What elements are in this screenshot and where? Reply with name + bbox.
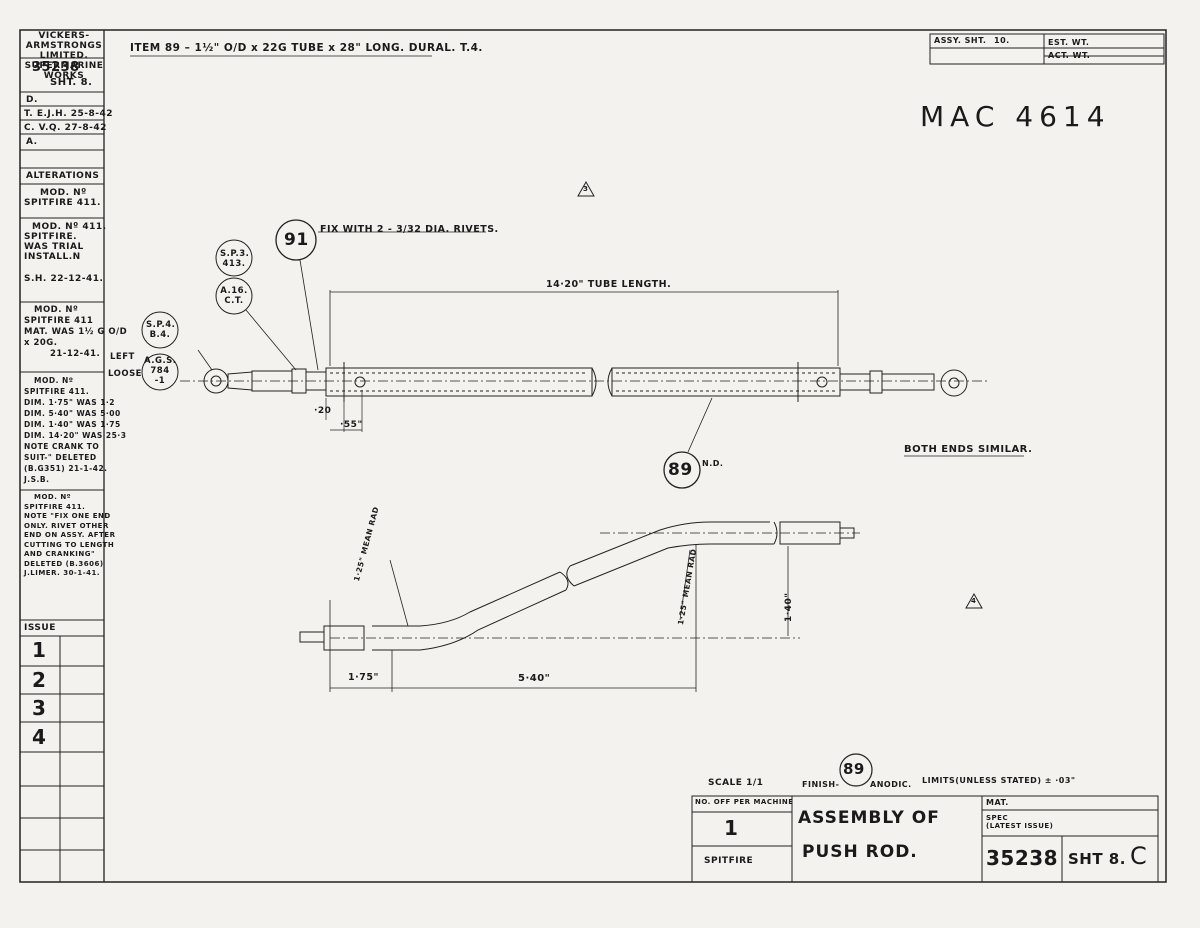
balloon-ags: A.G.S.784-1 [144, 356, 177, 386]
push-rod-cranked-view [299, 521, 860, 692]
assy-sheet-label: ASSY. SHT. [934, 36, 987, 45]
balloon-89: 89 [668, 460, 693, 480]
alteration-1: MOD. Nº SPITFIRE 411. [24, 188, 101, 208]
issue-title: ISSUE [24, 623, 56, 633]
no-off-label: NO. OFF PER MACHINE [695, 798, 794, 806]
nd-label: N.D. [702, 459, 724, 468]
sidebar-d: D. [26, 95, 38, 105]
right-rod-eye [940, 369, 968, 397]
item-line: ITEM 89 – 1½" O/D x 22G TUBE x 28" LONG.… [130, 42, 483, 54]
sidebar-drawing-no: 35238 [32, 60, 80, 75]
title-line-1: ASSEMBLY OF [798, 808, 940, 828]
both-ends-note: BOTH ENDS SIMILAR. [904, 444, 1033, 455]
alteration-3: MOD. Nº SPITFIRE 411 MAT. WAS 1½ G O/D x… [24, 305, 128, 359]
balloon-a16: A.16.C.T. [220, 286, 248, 306]
finish-label: FINISH- [802, 780, 840, 789]
finish-item: 89 [843, 760, 865, 778]
title-block-lines [691, 795, 1159, 883]
fix-note: FIX WITH 2 - 3/32 DIA. RIVETS. [320, 224, 499, 235]
act-weight: ACT. WT. [1048, 51, 1091, 60]
sidebar-a: A. [26, 137, 38, 147]
dim-5-40: 5·40" [518, 673, 551, 684]
mark-3: 3 [583, 185, 589, 193]
sidebar-c: C. V.Q. 27-8-42 [24, 123, 107, 133]
dim-20: ·20 [314, 406, 332, 416]
anodic: ANODIC. [870, 780, 912, 789]
limits: LIMITS(UNLESS STATED) ± ·03" [922, 776, 1076, 785]
balloon-91: 91 [284, 230, 309, 250]
tube-left-section [325, 367, 593, 397]
sidebar-t: T. E.J.H. 25-8-42 [24, 109, 114, 119]
tube-length-dim: 14·20" TUBE LENGTH. [546, 279, 672, 290]
spec-label: SPEC(LATEST ISSUE) [986, 814, 1054, 830]
issue-2: 2 [32, 668, 47, 692]
material-label: MAT. [986, 798, 1009, 807]
push-rod-straight-view [130, 55, 1024, 457]
balloon-sp3: S.P.3.413. [220, 249, 250, 269]
company-name: VICKERS-ARMSTRONGS LIMITED. SUPERMARINE … [24, 31, 104, 81]
balloon-sp4: S.P.4.B.4. [146, 320, 176, 340]
title-drawing-no: 35238 [986, 846, 1059, 870]
issue-4: 4 [32, 725, 47, 749]
mac-number: MAC 4614 [920, 100, 1111, 133]
issue-3: 3 [32, 696, 47, 720]
weight-block [929, 33, 1165, 65]
loose-label: LOOSE [108, 369, 142, 379]
mod-triangle-3 [577, 180, 595, 197]
dim-1-40: 1·40" [784, 592, 794, 622]
title-sheet: SHT 8. [1068, 850, 1126, 868]
alteration-2: MOD. Nº 411. SPITFIRE. WAS TRIAL INSTALL… [24, 222, 107, 284]
dim-55: ·55" [340, 420, 363, 430]
alteration-4: MOD. Nº SPITFIRE 411. DIM. 1·75" WAS 1·2… [24, 376, 127, 484]
sheet-border [19, 29, 1167, 883]
sidebar-grid [20, 57, 104, 882]
dim-1-75: 1·75" [348, 672, 379, 683]
mod-triangle-4 [965, 592, 983, 609]
tube-right-section [611, 367, 841, 397]
assy-sheet-value: 10. [994, 36, 1010, 45]
alterations-title: ALTERATIONS [26, 171, 100, 181]
sheet-letter: C [1130, 842, 1147, 870]
machine-name: SPITFIRE [704, 856, 754, 866]
sidebar-sheet: SHT. 8. [50, 77, 93, 88]
title-line-2: PUSH ROD. [802, 842, 918, 862]
mark-4: 4 [971, 597, 977, 605]
issue-1: 1 [32, 638, 47, 662]
alteration-5: MOD. Nº SPITFIRE 411. NOTE "FIX ONE END … [24, 493, 116, 577]
scale: SCALE 1/1 [708, 778, 764, 788]
quantity: 1 [724, 816, 739, 840]
left-label: LEFT [110, 352, 135, 362]
est-weight: EST. WT. [1048, 38, 1090, 47]
